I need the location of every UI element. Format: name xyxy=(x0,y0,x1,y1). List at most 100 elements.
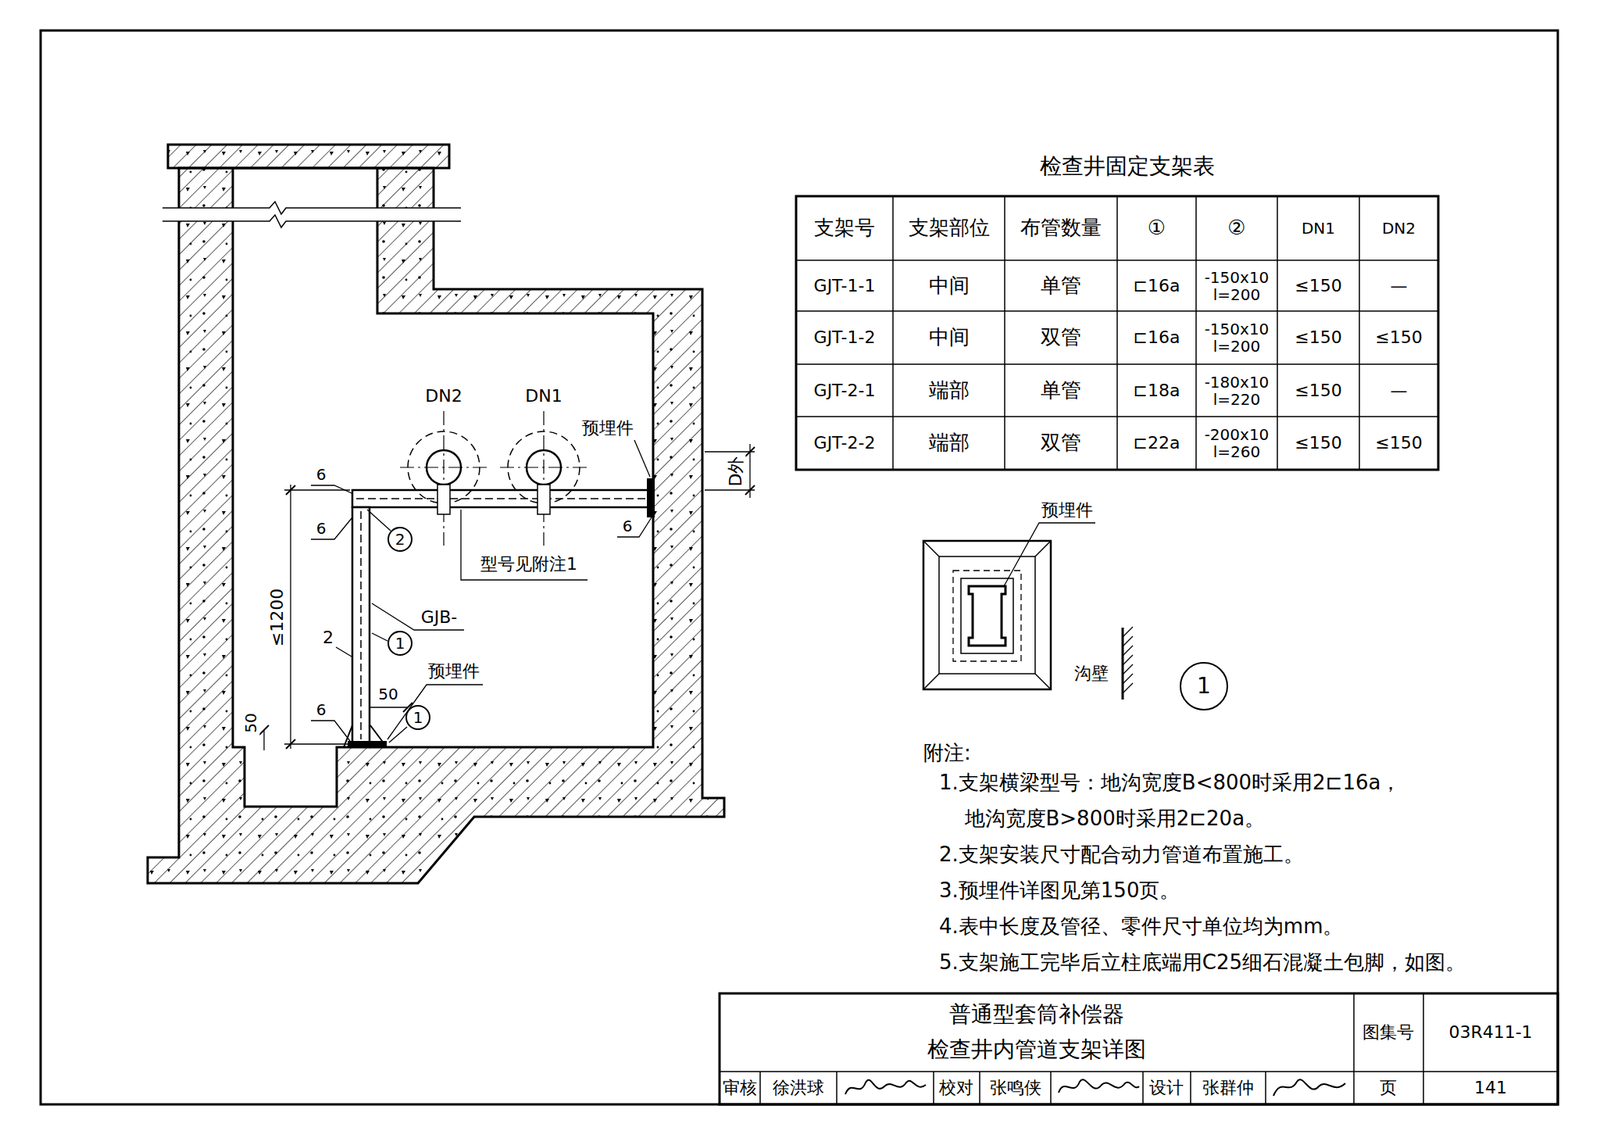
title-block-cell: 校对 xyxy=(939,1077,974,1097)
pipe-shoe xyxy=(537,484,550,515)
table-cell: ⊏18a xyxy=(1133,380,1181,400)
signature xyxy=(1058,1078,1140,1093)
table-cell: GJT-1-2 xyxy=(814,327,876,347)
table-cell: -180x10 l=220 xyxy=(1200,372,1273,408)
note-text: 4.表中长度及管径、零件尺寸单位均为mm。 xyxy=(939,914,1343,939)
table-cell: 中间 xyxy=(928,325,970,350)
center-line xyxy=(542,410,544,546)
table-cell: ② xyxy=(1227,216,1246,240)
embedded-plate xyxy=(347,740,387,747)
dimension-line xyxy=(289,484,291,749)
callout-number: 1 xyxy=(1196,675,1211,697)
well-wall xyxy=(147,167,725,883)
concrete-dots xyxy=(147,167,725,883)
column-hidden-line xyxy=(360,510,362,740)
table-cell: GJT-2-1 xyxy=(814,380,876,400)
table-cell: ≤150 xyxy=(1294,275,1342,296)
break-line xyxy=(162,214,461,228)
dimension-tick xyxy=(259,725,269,735)
trench-wall xyxy=(1121,627,1125,700)
leader-line xyxy=(371,603,465,630)
dimension-tick xyxy=(285,485,296,495)
break-gap xyxy=(162,207,461,222)
table-cell: ≤150 xyxy=(1294,432,1342,453)
grout-footing xyxy=(343,725,387,747)
beam-hidden-line xyxy=(356,497,649,500)
table-cell: ⊏16a xyxy=(1133,327,1181,347)
table-cell: -200x10 l=260 xyxy=(1200,425,1273,461)
dimension-tick xyxy=(745,446,755,457)
table-cell: -150x10 l=200 xyxy=(1200,267,1273,304)
title-block-cell: 徐洪球 xyxy=(772,1077,825,1097)
table-cell: — xyxy=(1390,275,1408,296)
part-label: DN2 xyxy=(423,385,464,406)
cover-slab xyxy=(167,144,450,168)
table-title: 检查井固定支架表 xyxy=(1039,153,1215,179)
table-cell: -150x10 l=200 xyxy=(1200,320,1273,356)
table-cell: 双管 xyxy=(1040,325,1082,350)
table-cell: GJT-2-2 xyxy=(814,432,876,453)
callout-circle: 2 xyxy=(387,526,413,552)
leader-line xyxy=(634,439,650,477)
dimension-text: ≤1200 xyxy=(267,586,287,648)
weld-size: 6 xyxy=(314,465,329,484)
table-cell: DN1 xyxy=(1301,219,1336,238)
extension-line xyxy=(704,489,755,490)
table-cell: ① xyxy=(1147,216,1166,240)
table-cell: 中间 xyxy=(928,274,970,298)
table-cell: — xyxy=(1390,380,1408,400)
callout-number: 1 xyxy=(395,635,406,651)
table-cell: 双管 xyxy=(1040,431,1082,455)
title-block-cell: 张鸣侠 xyxy=(989,1077,1042,1097)
drawing-title: 普通型套筒补偿器 检查井内管道支架详图 xyxy=(872,996,1201,1068)
title-block-cell: 图集号 xyxy=(1362,1021,1415,1042)
center-line xyxy=(500,466,590,468)
table-cell: 支架号 xyxy=(814,216,875,240)
part-label: 预埋件 xyxy=(580,417,636,438)
cover-slab-dots xyxy=(167,144,450,168)
callout-circle: 1 xyxy=(405,704,431,730)
leader-line xyxy=(367,509,391,531)
table-cell: 单管 xyxy=(1040,274,1082,298)
title-block-cell: 141 xyxy=(1474,1077,1508,1097)
extension-line xyxy=(704,450,755,452)
embedded-plate xyxy=(646,478,655,518)
leader-line xyxy=(389,726,408,743)
table-cell: 单管 xyxy=(1040,378,1082,403)
part-label: 2 xyxy=(321,627,336,647)
note-text: 1.支架横梁型号：地沟宽度B<800时采用2⊏16a， 地沟宽度B>800时采用… xyxy=(939,764,1502,836)
grout-outline xyxy=(953,570,1022,661)
embedded-part-outline xyxy=(923,540,1051,690)
table-grid xyxy=(796,196,1439,470)
part-label: GJB- xyxy=(419,607,460,627)
dimension-tick xyxy=(745,485,755,495)
callout-number: 2 xyxy=(395,531,406,547)
table-cell: ≤150 xyxy=(1294,380,1342,400)
table-cell: DN2 xyxy=(1382,219,1416,238)
sheet-frame xyxy=(40,30,1558,1104)
callout-number: 1 xyxy=(413,709,424,725)
leader-line xyxy=(371,632,388,641)
dimension-line xyxy=(370,706,408,708)
dimension-text: 50 xyxy=(376,685,400,704)
table-cell: 支架部位 xyxy=(908,216,990,240)
extension-line xyxy=(284,489,350,490)
title-block-cell: 审核 xyxy=(722,1077,758,1097)
title-block-cell: 设计 xyxy=(1149,1077,1184,1097)
part-label: DN1 xyxy=(523,385,564,406)
signature xyxy=(1273,1078,1346,1096)
title-block xyxy=(719,992,1558,1104)
weld-leader xyxy=(310,485,352,493)
detail-label: 预埋件 xyxy=(1041,500,1093,520)
pipe-shoe xyxy=(437,484,450,515)
weld-leader xyxy=(310,720,350,741)
part-label: 型号见附注1 xyxy=(478,553,579,574)
weld-leader xyxy=(310,517,353,540)
weld-size: 6 xyxy=(314,519,329,538)
leader-line xyxy=(1003,522,1096,586)
detail-label: 沟壁 xyxy=(1074,663,1109,683)
table-cell: ⊏16a xyxy=(1133,275,1181,296)
callout-circle: 1 xyxy=(387,630,413,656)
table-cell: 端部 xyxy=(928,378,970,403)
